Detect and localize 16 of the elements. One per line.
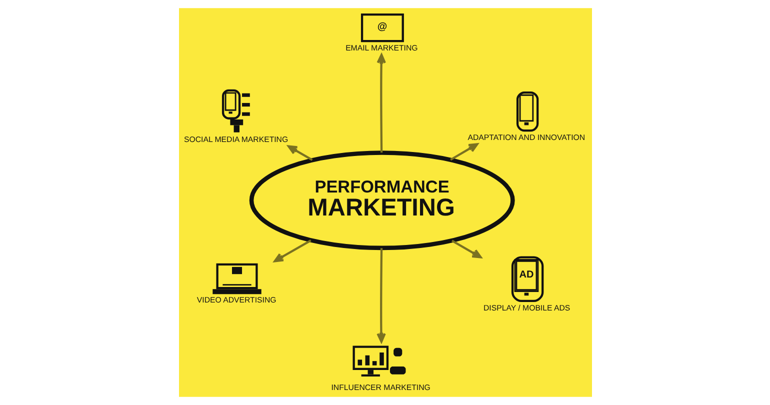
node-ellipse: PERFORMANCE MARKETING [248,150,514,250]
node-label: VIDEO ADVERTISING [196,296,276,305]
node-label: DISPLAY / MOBILE ADS [483,303,570,312]
arrow [450,240,482,258]
arrow [287,145,312,161]
node-label: ADAPTATION AND INNOVATION [467,133,585,142]
node-box: AD [510,256,544,302]
node-label: EMAIL MARKETING [345,44,418,53]
node-box: @ [360,13,404,42]
node-label: INFLUENCER MARKETING [330,382,430,392]
node-picture [516,92,538,132]
arrow [376,248,386,343]
node-label: SOCIAL MEDIA MARKETING [184,135,288,144]
arrow [376,54,386,153]
arrow [273,240,311,262]
arrow [450,143,478,161]
